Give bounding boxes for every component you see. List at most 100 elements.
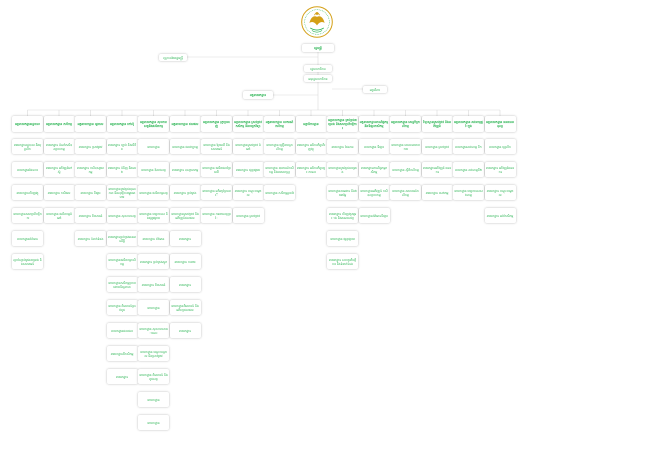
secretaries-box: រដ្ឋលេខាធិការ	[304, 65, 332, 72]
department-item: នាយកដ្ឋាន	[138, 139, 169, 154]
department-item: នាយកដ្ឋាន ដំណាំកសិឧស្សាហកម្ម	[43, 139, 75, 154]
department-head: អគ្គនាយកដ្ឋាន រដ្ឋបាល	[75, 116, 106, 132]
department-head: អគ្គនាយកដ្ឋាន សុខភាពសត្វនិងផលិតកម្ម	[138, 116, 169, 132]
department-item: នាយកដ្ឋានហិរញ្ញវត្ថុ	[12, 185, 43, 200]
department-item: នាយកដ្ឋានស្រាវជ្រាវ និងអភិវឌ្ឍន៍ជលផល	[169, 208, 201, 223]
department-item: នាយកដ្ឋាន អភិរក្សព្រៃឈើ	[201, 185, 232, 200]
department-item: នាយកដ្ឋាន ឧស្សាហកម្ម	[169, 162, 201, 177]
department-item: នាយកដ្ឋាន ស្រាវជ្រាវ	[421, 139, 453, 154]
department-item: នាយកដ្ឋាន សុខភាពសត្វ	[106, 208, 138, 223]
department-head: អគ្គាធិការដ្ឋាន	[295, 116, 327, 132]
department-item: នាយកដ្ឋាន ពិសោធន៍គ្រាប់ពូជ	[106, 300, 138, 315]
department-item: នាយកដ្ឋាន សវនកម្មទី២	[453, 162, 484, 177]
department-item: នាយកដ្ឋាន បណ្តុះបណ្តាល និងស្រាវជ្រាវ	[138, 346, 169, 361]
department-item: នាយកដ្ឋានអភិវឌ្ឍន៍ កសិឧស្សាហកម្ម	[358, 185, 390, 200]
department-head: អគ្គនាយកដ្ឋាន ឧបករណ៍កសិកម្ម	[264, 116, 295, 132]
department-item: នាយកដ្ឋាន ផលិតកម្មដំណាំ	[43, 208, 75, 223]
ministry-emblem-icon	[301, 6, 333, 38]
department-head: អគ្គនាយកដ្ឋាន កៅស៊ូ	[106, 116, 138, 132]
department-item: នាយកដ្ឋាន ទំនាក់ទំនង	[75, 231, 106, 246]
department-head: វិទ្យាស្ថានស្រាវជ្រាវ និងអភិវឌ្ឍន៍	[421, 116, 453, 132]
department-item: នាយកដ្ឋាន ហិរញ្ញវត្ថុគម្រោង និងគណនេយ្យ	[327, 208, 358, 223]
department-item: នាយកដ្ឋាន អភិវឌ្ឍន៍កៅស៊ូ	[43, 162, 75, 177]
department-item: នាយកដ្ឋាន ទីផ្សារ	[75, 185, 106, 200]
department-item: នាយកដ្ឋាន គ្រប់គ្រង	[169, 185, 201, 200]
cabinet-box: ខុទ្ទកាល័យរដ្ឋមន្ត្រី	[159, 54, 187, 61]
department-item: នាយកដ្ឋាន ការពារសត្វព្រៃ	[201, 208, 232, 223]
department-item: នាយកដ្ឋាន បណ្តុះបណ្តាល	[232, 185, 264, 200]
department-item: នាយកដ្ឋានសវនកម្ម ទី១	[453, 139, 484, 154]
department-item: នាយកដ្ឋាន សេវាកម្ម	[421, 185, 453, 200]
department-item: នាយកដ្ឋានជីកសិកម្ម	[106, 346, 138, 361]
department-item: នាយកដ្ឋាន	[138, 415, 169, 430]
department-item: នាយកដ្ឋាន	[169, 231, 201, 246]
department-item: នាយកដ្ឋាន អប់រំកសិកម្ម	[484, 208, 516, 223]
department-item: នាយកដ្ឋាន	[138, 300, 169, 315]
department-head: អគ្គនាយកដ្ឋាន ស្រាវជ្រាវកសិកម្ម និងបច្ចេ…	[232, 116, 264, 132]
department-item: នាយកដ្ឋាន	[106, 369, 138, 384]
department-item: នាយកដ្ឋាន ព័ត៌មាន	[138, 231, 169, 246]
department-item: នាយកដ្ឋាន អភិវឌ្ឍន៍ធនធាន	[484, 162, 516, 177]
department-head: អគ្គនាយកដ្ឋាន គ្រប់គ្រងគម្រោង និងសហប្រតិ…	[327, 116, 358, 132]
department-item: នាយកដ្ឋានរដ្ឋបាល និងបុគ្គលិក	[12, 139, 43, 154]
department-item: នាយកដ្ឋាន ផលិតកម្មសត្វ	[138, 185, 169, 200]
minister-box: រដ្ឋមន្ត្រី	[302, 44, 334, 52]
department-item: នាយកដ្ឋាន ស្រាវជ្រាវ	[232, 208, 264, 223]
department-item: នាយកដ្ឋានពិសោធន៍ និងអភិរក្សជលផល	[169, 300, 201, 315]
department-item: នាយកដ្ឋាន ពិសោធន៍ និងពូជសត្វ	[138, 369, 169, 384]
general-department-box: អគ្គនាយកដ្ឋាន	[243, 91, 273, 99]
department-item: នាយកដ្ឋាន គ្រប់គ្រងស្តុក	[138, 254, 169, 269]
department-item: នាយកដ្ឋានស្រាវជ្រាវ ដំណាំ	[232, 139, 264, 154]
department-head: អគ្គនាយកដ្ឋាន កសិកម្ម	[43, 116, 75, 132]
department-item: នាយកដ្ឋាន អធិការកិច្ចបច្ចេកទេស	[295, 162, 327, 177]
department-item: នាយកដ្ឋាន សុខភាពសាធារណៈ	[138, 323, 169, 338]
department-item: នាយកដ្ឋាន កសិផល	[43, 185, 75, 200]
department-item: នាយកដ្ឋាន ឱសថសត្វ	[138, 162, 169, 177]
undersecretaries-box: អនុរដ្ឋលេខាធិការ	[304, 75, 332, 82]
department-head: អគ្គនាយកដ្ឋាន សេដ្ឋកិច្ចកសិកម្ម	[390, 116, 421, 132]
department-item: នាយកដ្ឋាន សហគមន៍កសិកម្ម	[390, 185, 421, 200]
department-item: នាយកដ្ឋាន កសិឧស្សាហកម្ម	[75, 162, 106, 177]
department-item: នាយកដ្ឋាន	[138, 392, 169, 407]
department-item: នាយកដ្ឋានព័ត៌មានទីផ្សារ	[358, 208, 390, 223]
department-item: នាយកដ្ឋានពាណិជ្ជកម្មកសិកម្ម	[358, 162, 390, 177]
department-item: នាយកដ្ឋានជលផល	[106, 323, 138, 338]
department-item: នាយកដ្ឋាន សហប្រតិបត្តិការ និងទំនាក់ទំនង	[327, 254, 358, 269]
department-item: នាយកដ្ឋាន ព្រៃឈើ និងសហគមន៍	[201, 139, 232, 154]
department-item: នាយកដ្ឋាន គ្រឿងយន្តកសិកម្ម	[264, 139, 295, 154]
department-item: នាយកដ្ឋានតាមដាន និងវាយតម្លៃ	[327, 185, 358, 200]
department-item: នាយកដ្ឋានគ្រប់គ្រងគម្រោង	[327, 162, 358, 177]
department-item: នាយកដ្ឋាន បច្ចេកទេស និងផ្សព្វផ្សាយ	[138, 208, 169, 223]
department-item: នាយកដ្ឋាន បុគ្គលិក	[484, 139, 516, 154]
department-item: នាយកដ្ឋាន ពិសោធន៍	[138, 277, 169, 292]
department-item: នាយកដ្ឋានផលិតកម្មកសិកម្ម	[106, 254, 138, 269]
department-head: អគ្គនាយកដ្ឋានរដ្ឋបាល	[12, 116, 43, 132]
department-item: ស្ថាប័នគ្រប់គ្រងគម្រោង និងសហគមន៍	[12, 254, 43, 269]
department-item: នាយកដ្ឋានផែនការ	[12, 162, 43, 177]
department-item: នាយកដ្ឋាន ឧបករណ៍កសិកម្ម និងធារាសាស្ត្រ	[264, 162, 295, 177]
department-item: នាយកដ្ឋាន ទំនិញ និងសេវា	[106, 162, 138, 177]
department-item: នាយកដ្ឋាន ច្បាប់ និងលិខិត	[106, 139, 138, 154]
department-item: នាយកដ្ឋាន ទីផ្សារ	[358, 139, 390, 154]
department-item: នាយកដ្ឋាន ផ្សព្វផ្សាយ	[232, 162, 264, 177]
department-item: នាយកដ្ឋាន កសិកម្មឆ្លាតវៃ	[264, 185, 295, 200]
department-head: អគ្គនាយកដ្ឋាន សវនកម្មផ្ទៃក្នុង	[453, 116, 484, 132]
department-item: នាយកដ្ឋានគ្រប់គ្រងធនធានដីធ្លី	[106, 231, 138, 246]
department-head: អគ្គនាយកដ្ឋាន ធនធានមនុស្ស	[484, 116, 516, 132]
department-head: អគ្គនាយកដ្ឋាន រុក្ខាប្រមាញ់	[201, 116, 232, 132]
department-item: នាយកដ្ឋាន ផែនការ	[327, 139, 358, 154]
department-item: នាយកដ្ឋាន ការពារ	[169, 254, 201, 269]
department-item: នាយកដ្ឋាន	[169, 323, 201, 338]
department-head: អគ្គនាយកដ្ឋាន ជលផល	[169, 116, 201, 132]
department-item: នាយកដ្ឋាន ជលវប្បកម្ម	[169, 139, 201, 154]
department-item: នាយកដ្ឋាន ស្រាវជ្រាវ	[75, 139, 106, 154]
department-item: នាយកដ្ឋាន ផ្សព្វផ្សាយ	[327, 231, 358, 246]
department-item: នាយកដ្ឋាន ពិសោធន៍	[75, 208, 106, 223]
department-item: នាយកដ្ឋាន បច្ចេកទេសសវនកម្ម	[453, 185, 484, 200]
department-item: នាយកដ្ឋាន បណ្តុះបណ្តាល	[484, 185, 516, 200]
department-item: នាយកដ្ឋានព័ត៌មាន	[12, 231, 43, 246]
department-item: នាយកដ្ឋាន	[169, 277, 201, 292]
inspection-box: អគ្គាធិការ	[363, 86, 387, 93]
